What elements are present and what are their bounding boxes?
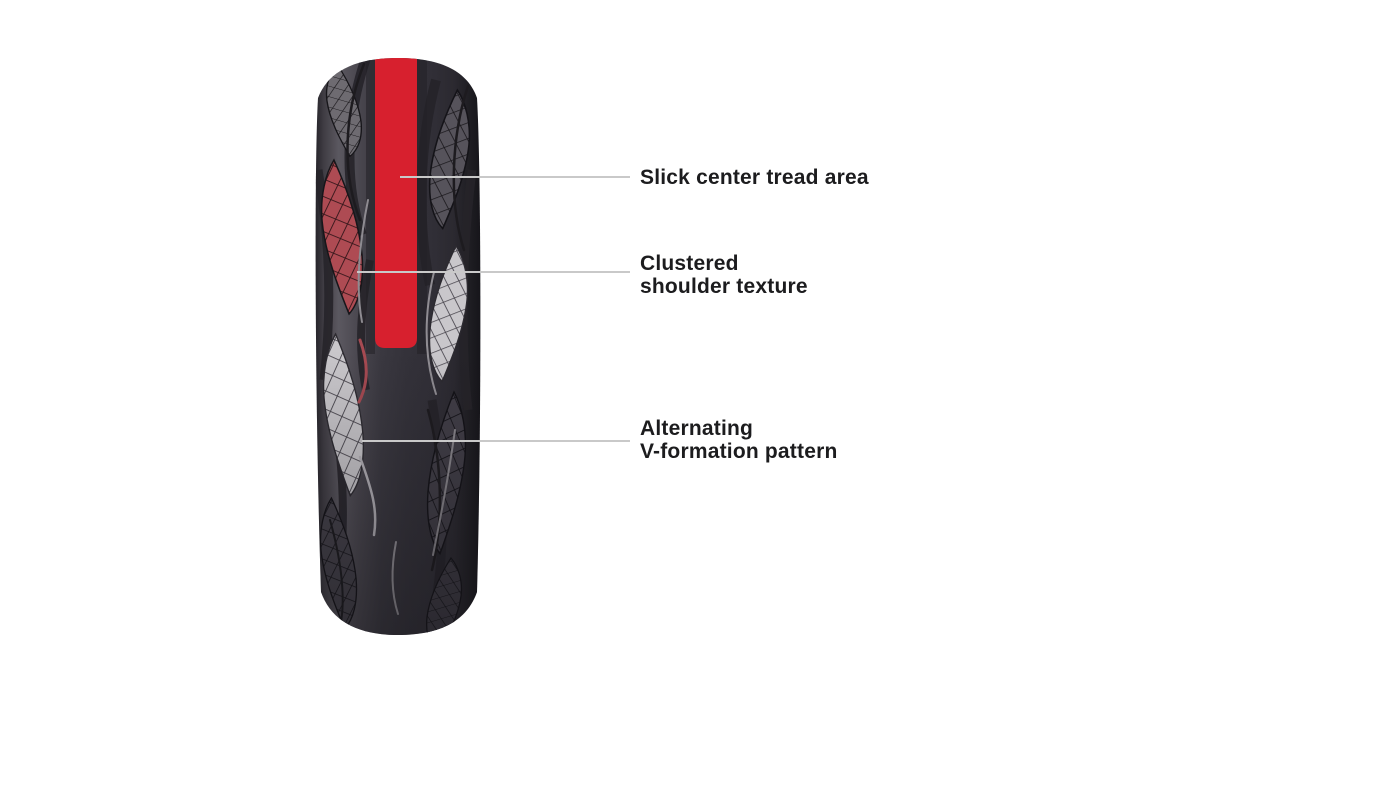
stripe-right-crease xyxy=(417,58,427,354)
annotation-clustered-shoulder-line1: Clustered xyxy=(640,252,739,275)
leader-line-clustered-shoulder xyxy=(357,271,630,273)
annotation-clustered-shoulder: Clustered shoulder texture xyxy=(640,252,808,298)
annotation-clustered-shoulder-line2: shoulder texture xyxy=(640,275,808,298)
leader-line-v-formation xyxy=(362,440,630,442)
annotation-slick-center: Slick center tread area xyxy=(640,166,869,189)
annotation-v-formation-line2: V-formation pattern xyxy=(640,440,838,463)
stripe-left-crease xyxy=(366,58,375,354)
tire-bottom-shading xyxy=(315,350,481,635)
annotation-v-formation: Alternating V-formation pattern xyxy=(640,417,837,463)
annotation-slick-center-line1: Slick center tread area xyxy=(640,166,869,189)
slick-center-stripe xyxy=(375,58,417,348)
annotation-v-formation-line1: Alternating xyxy=(640,417,754,440)
tire-illustration xyxy=(315,58,481,635)
leader-line-slick-center xyxy=(400,176,630,178)
